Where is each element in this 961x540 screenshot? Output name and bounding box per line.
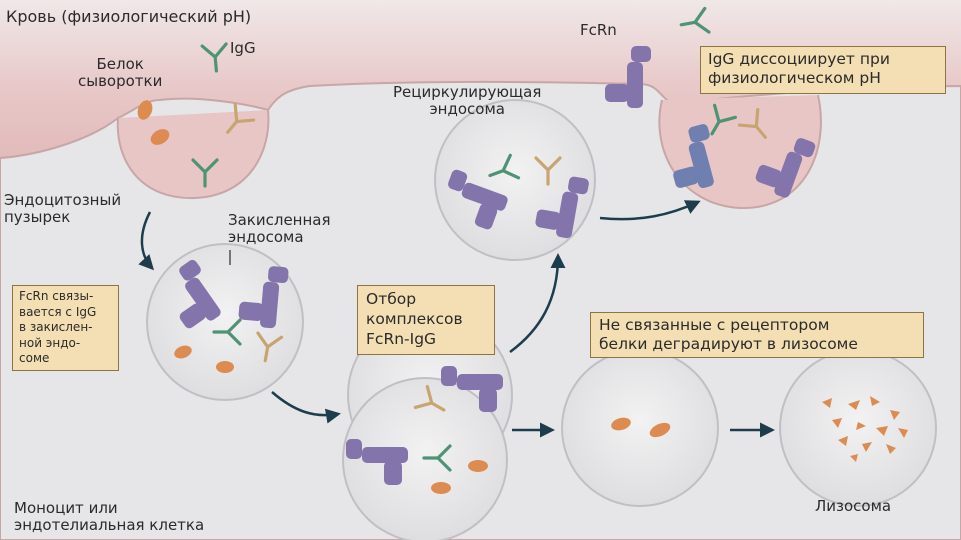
protein-oval xyxy=(137,100,153,120)
serum-proteins xyxy=(137,100,671,494)
protein-oval xyxy=(216,361,234,373)
protein-oval xyxy=(468,460,488,472)
endocytic-vesicle-label: Эндоцитозный пузырек xyxy=(4,191,122,226)
recycling-endosome-label: Рециркулирующая эндосома xyxy=(393,83,542,118)
protein-fragments xyxy=(822,396,908,462)
arrow-sorting-to-recycling xyxy=(509,253,566,354)
arrow-endosome-to-sorting xyxy=(271,391,341,424)
degradation-box: Не связанные с рецептором белки деградир… xyxy=(590,312,924,358)
igg-label: IgG xyxy=(230,39,256,57)
protein-oval xyxy=(649,422,671,438)
transit-vesicle xyxy=(561,349,719,507)
binding-box: FcRn связы- вается с IgG в закислен- ной… xyxy=(12,285,119,371)
lysosome-label: Лизосома xyxy=(815,497,892,515)
sorting-box: Отбор комплексов FcRn-IgG xyxy=(357,285,495,355)
protein-oval xyxy=(611,417,631,431)
protein-oval xyxy=(431,482,451,494)
serum-protein-label: Белок сыворотки xyxy=(78,55,163,90)
protein-oval xyxy=(174,345,192,359)
cell-label: Моноцит или эндотелиальная клетка xyxy=(14,499,205,534)
blood-label: Кровь (физиологический pH) xyxy=(6,7,252,26)
acidified-endosome-label: Закисленная эндосома xyxy=(228,211,331,246)
arrow-recycling-to-surface xyxy=(599,200,701,221)
arrow-vesicle-to-endosome xyxy=(138,211,155,271)
fcrn-label: FcRn xyxy=(580,21,617,39)
protein-oval xyxy=(150,129,170,145)
dissociation-box: IgG диссоциирует при физиологическом pH xyxy=(700,46,946,94)
